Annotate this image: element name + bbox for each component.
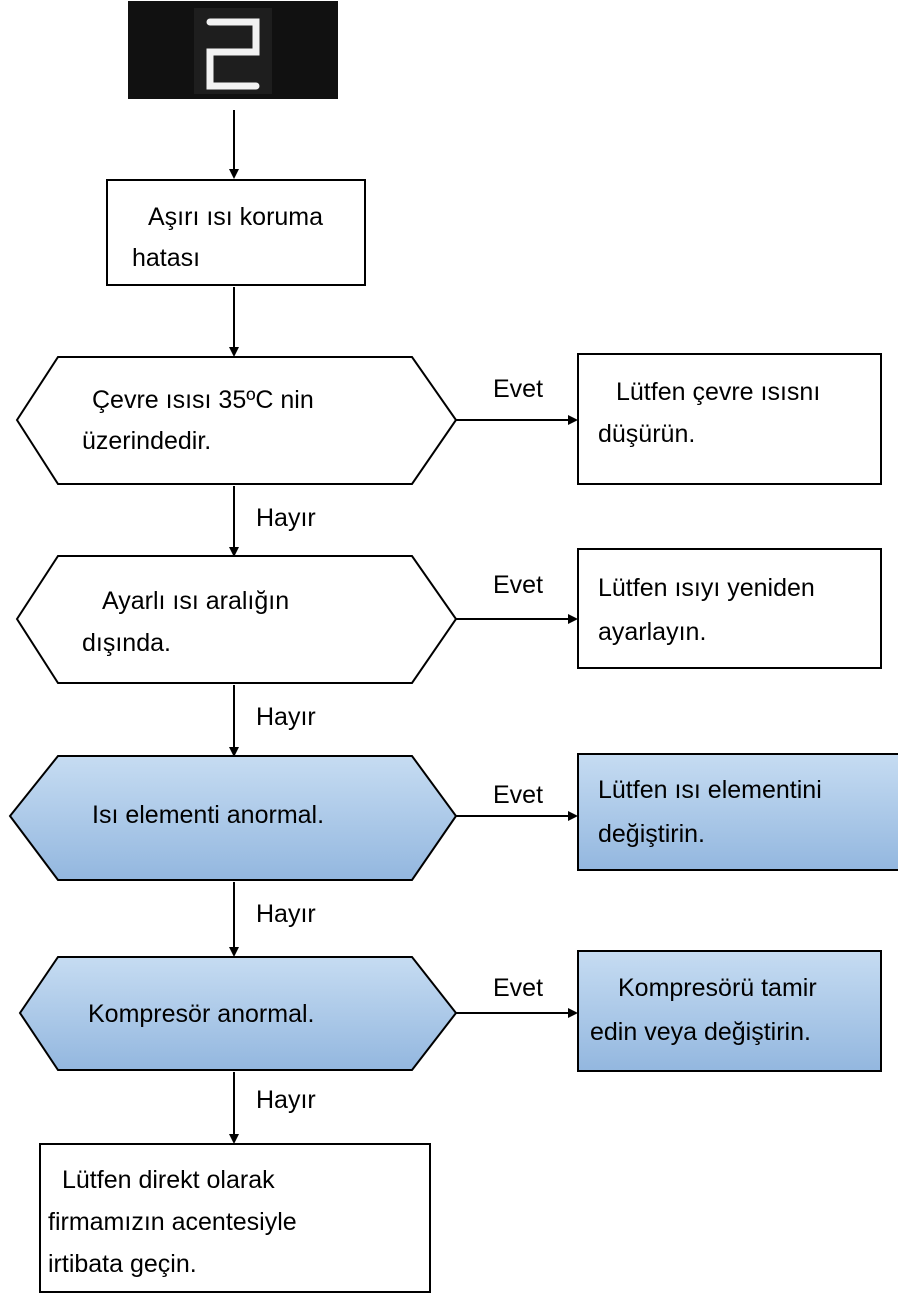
edge-label-yes-q4: Evet xyxy=(493,974,543,1002)
action-a3-line1: Lütfen ısı elementini xyxy=(598,776,822,804)
start-node-line2: hatası xyxy=(132,244,200,272)
seven-segment-digit-2-icon xyxy=(206,18,260,90)
edge-label-yes-q2: Evet xyxy=(493,571,543,599)
action-a3-line2: değiştirin. xyxy=(598,820,705,848)
decision-q1: Çevre ısısı 35ºC nin üzerindedir. xyxy=(15,356,458,485)
action-a2: Lütfen ısıyı yeniden ayarlayın. xyxy=(577,548,882,669)
edge-labels: Evet Evet Evet Evet Hayır Hayır Hayır Ha… xyxy=(256,375,543,1114)
action-a4: Kompresörü tamir edin veya değiştirin. xyxy=(577,950,882,1072)
action-a3: Lütfen ısı elementini değiştirin. xyxy=(577,753,898,871)
decision-q4-line1: Kompresör anormal. xyxy=(88,1000,314,1028)
decision-q1-line1: Çevre ısısı 35ºC nin xyxy=(92,386,314,414)
end-node: Lütfen direkt olarak firmamızın acentesi… xyxy=(39,1143,431,1293)
action-a4-line2: edin veya değiştirin. xyxy=(590,1018,811,1046)
action-a1-line1: Lütfen çevre ısısnı xyxy=(616,378,820,406)
action-a1-line2: düşürün. xyxy=(598,420,695,448)
action-a2-line1: Lütfen ısıyı yeniden xyxy=(598,574,815,602)
decision-q1-line2: üzerindedir. xyxy=(82,427,211,455)
end-node-line3: irtibata geçin. xyxy=(48,1250,197,1278)
decision-q2-line1: Ayarlı ısı aralığın xyxy=(102,587,289,615)
start-node-line1: Aşırı ısı koruma xyxy=(148,203,323,231)
edge-label-no-q2: Hayır xyxy=(256,703,316,731)
action-a1: Lütfen çevre ısısnı düşürün. xyxy=(577,353,882,485)
edge-label-no-q3: Hayır xyxy=(256,900,316,928)
edge-label-no-q1: Hayır xyxy=(256,504,316,532)
decision-q2: Ayarlı ısı aralığın dışında. xyxy=(15,555,458,684)
start-node: Aşırı ısı koruma hatası xyxy=(106,179,366,286)
action-a4-line1: Kompresörü tamir xyxy=(618,974,817,1002)
edge-label-no-q4: Hayır xyxy=(256,1086,316,1114)
decision-q3-line1: Isı elementi anormal. xyxy=(92,801,324,829)
end-node-line2: firmamızın acentesiyle xyxy=(48,1208,297,1236)
edge-label-yes-q3: Evet xyxy=(493,781,543,809)
decision-q2-line2: dışında. xyxy=(82,629,171,657)
connectors xyxy=(229,110,578,1144)
decision-q4: Kompresör anormal. xyxy=(18,956,458,1071)
end-node-line1: Lütfen direkt olarak xyxy=(62,1166,275,1194)
edge-label-yes-q1: Evet xyxy=(493,375,543,403)
action-a2-line2: ayarlayın. xyxy=(598,618,706,646)
decision-q3: Isı elementi anormal. xyxy=(8,755,458,881)
error-code-display xyxy=(128,1,338,99)
